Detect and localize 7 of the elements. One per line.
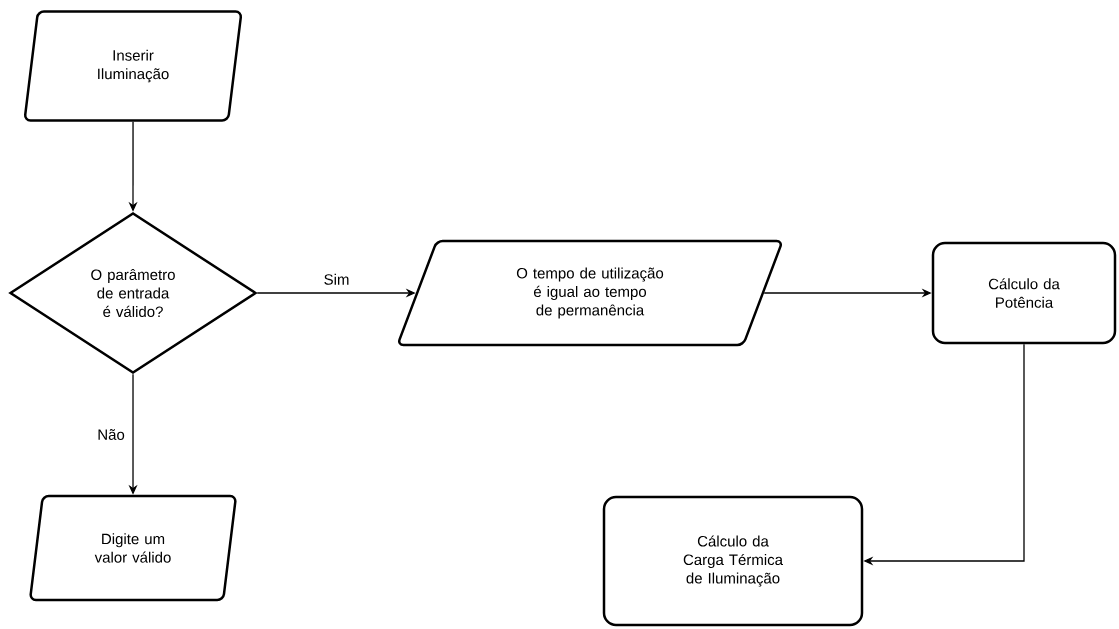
input-parallelogram: Digite um valor válido: [29, 494, 237, 602]
edge-label: Não: [98, 429, 125, 440]
process-box: Cálculo da Potência: [931, 241, 1117, 345]
input-parallelogram: O tempo de utilização é igual ao tempo de permanência: [398, 239, 782, 347]
edge-label: Sim: [324, 273, 349, 285]
process-box: Cálculo da Carga Térmica de Iluminação: [602, 495, 864, 627]
input-parallelogram: Inserir Iluminação: [23, 10, 243, 122]
